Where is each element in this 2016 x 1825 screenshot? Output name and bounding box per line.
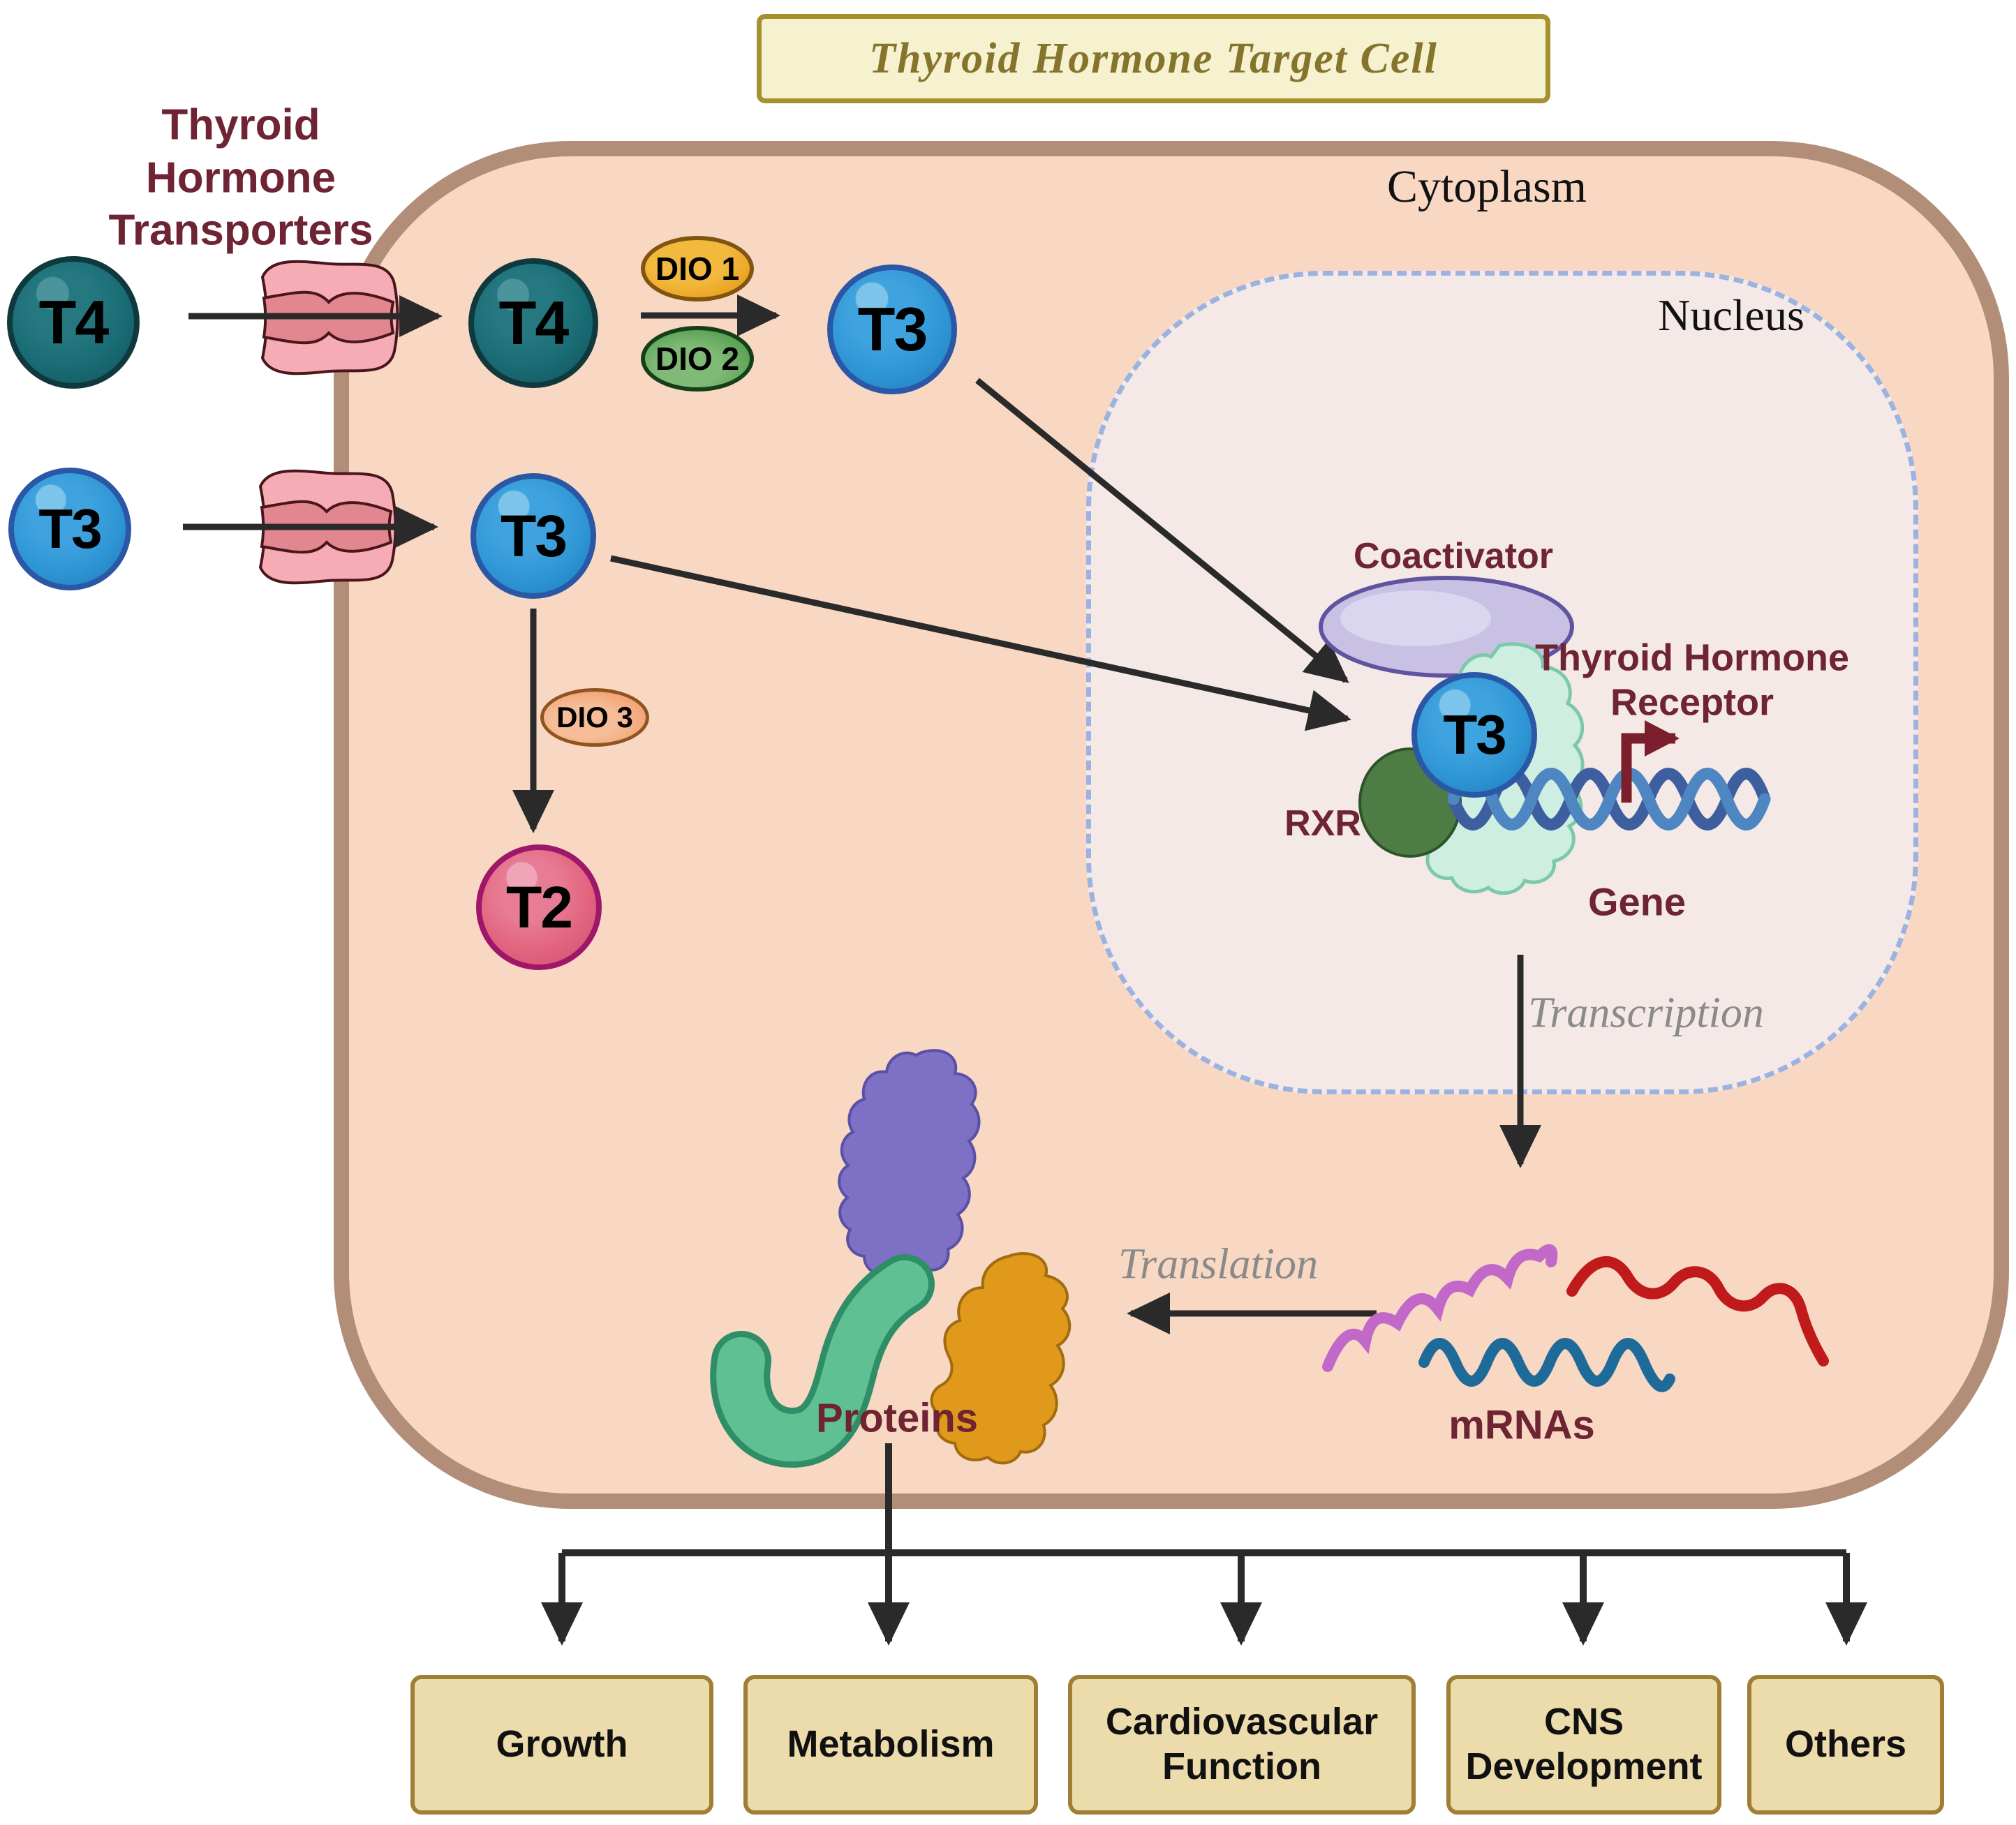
gene-label: Gene bbox=[1587, 879, 1687, 924]
outcome-box-metabolism: Metabolism bbox=[743, 1675, 1038, 1815]
rxr-label: RXR bbox=[1284, 803, 1361, 844]
transporters-label: Thyroid Hormone Transporters bbox=[108, 100, 373, 255]
outcome-box-cardiovascular: Cardiovascular Function bbox=[1068, 1675, 1416, 1815]
outcome-box-others: Others bbox=[1747, 1675, 1944, 1815]
t4-token-cytoplasm: T4 bbox=[468, 258, 598, 388]
thyroid-hormone-receptor-label: Thyroid Hormone Receptor bbox=[1534, 636, 1849, 723]
dio3-enzyme: DIO 3 bbox=[540, 688, 649, 747]
nucleus-label: Nucleus bbox=[1658, 290, 1804, 340]
outcome-box-cns: CNS Development bbox=[1446, 1675, 1721, 1815]
page-title: Thyroid Hormone Target Cell bbox=[869, 34, 1438, 82]
t3-token-nucleus: T3 bbox=[1411, 672, 1537, 798]
t3-token-extracellular: T3 bbox=[8, 468, 131, 590]
t3-token-cytoplasm: T3 bbox=[470, 473, 596, 599]
coactivator-label: Coactivator bbox=[1353, 536, 1554, 576]
title-box: Thyroid Hormone Target Cell bbox=[757, 14, 1550, 103]
outcome-box-growth: Growth bbox=[410, 1675, 713, 1815]
translation-label: Translation bbox=[1118, 1240, 1318, 1288]
cytoplasm-label: Cytoplasm bbox=[1386, 161, 1587, 212]
transcription-label: Transcription bbox=[1528, 989, 1764, 1037]
proteins-label: Proteins bbox=[815, 1395, 979, 1441]
t2-token: T2 bbox=[476, 844, 602, 970]
t3-token-converted: T3 bbox=[827, 265, 957, 394]
mrnas-label: mRNAs bbox=[1448, 1402, 1595, 1448]
t4-token-extracellular: T4 bbox=[7, 256, 140, 389]
dio1-enzyme: DIO 1 bbox=[641, 236, 754, 301]
dio2-enzyme: DIO 2 bbox=[641, 326, 754, 392]
